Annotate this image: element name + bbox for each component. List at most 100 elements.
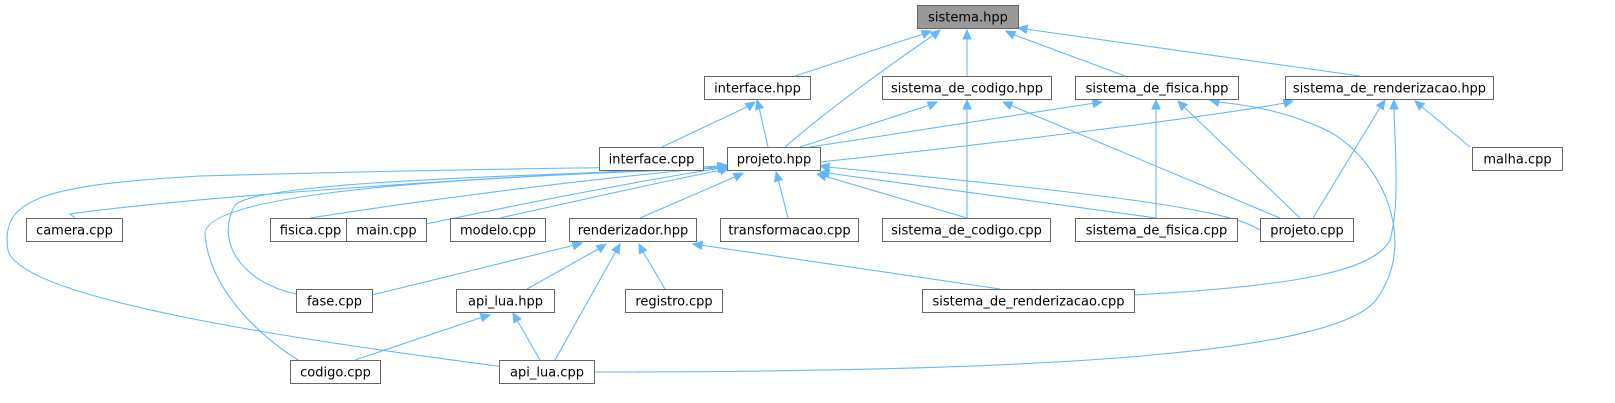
edge-sistema-de-renderizacao-hpp-to-sistema-hpp (1016, 24, 1361, 77)
edge-line (641, 249, 666, 290)
edge-arrowhead (926, 101, 939, 111)
node-fisica-cpp[interactable]: fisica.cpp (270, 218, 351, 242)
node-box (1472, 147, 1563, 171)
edge-api-lua-cpp-to-projeto-hpp (6, 162, 729, 368)
edge-line (1182, 105, 1301, 219)
edge-line (1133, 107, 1397, 296)
node-box (704, 76, 811, 100)
edge-line (826, 172, 1157, 219)
edge-interface-hpp-to-sistema-hpp (794, 30, 933, 77)
edge-line (554, 250, 617, 361)
edge-line (794, 32, 927, 77)
edge-arrowhead (962, 98, 972, 110)
edge-arrowhead (1389, 98, 1399, 110)
edge-line (1312, 105, 1382, 219)
edge-arrowhead (571, 241, 584, 251)
edge-line (499, 169, 723, 219)
node-api-lua-cpp[interactable]: api_lua.cpp (499, 360, 595, 384)
node-transformacao-cpp[interactable]: transformacao.cpp (720, 218, 859, 242)
edge-arrowhead (774, 170, 784, 183)
node-label: sistema_de_renderizacao.hpp (1293, 82, 1486, 97)
node-label: main.cpp (356, 224, 416, 239)
node-box (1075, 76, 1239, 100)
node-box (720, 218, 859, 242)
edge-api-lua-cpp-to-api-lua-hpp (512, 311, 541, 361)
node-label: sistema_de_codigo.hpp (891, 82, 1043, 97)
edge-projeto-hpp-to-sistema-de-codigo-hpp (799, 101, 939, 148)
node-label: transformacao.cpp (728, 224, 850, 239)
node-renderizador-hpp[interactable]: renderizador.hpp (569, 218, 697, 242)
edge-projeto-cpp-to-sistema-de-codigo-hpp (1001, 101, 1281, 219)
node-camera-cpp[interactable]: camera.cpp (26, 218, 123, 242)
node-box (1075, 218, 1238, 242)
edge-line (6, 166, 721, 368)
edge-line (784, 33, 936, 148)
node-label: sistema_de_fisica.hpp (1086, 82, 1229, 97)
edge-interface-cpp-to-interface-hpp (661, 101, 757, 148)
node-box (450, 218, 546, 242)
edge-arrowhead (1004, 30, 1017, 40)
edge-line (1011, 33, 1126, 77)
edge-arrowhead (611, 242, 621, 255)
node-box (1260, 218, 1354, 242)
edge-transformacao-cpp-to-projeto-hpp (774, 170, 789, 219)
node-label: sistema_de_codigo.cpp (891, 224, 1042, 239)
node-box (599, 147, 704, 171)
edge-renderizador-hpp-to-projeto-hpp (639, 172, 745, 219)
node-modelo-cpp[interactable]: modelo.cpp (450, 218, 546, 242)
node-label: api_lua.cpp (510, 366, 584, 381)
edge-sistema-de-fisica-cpp-to-sistema-de-fisica-hpp (1151, 98, 1161, 218)
edge-line (1009, 104, 1281, 219)
edge-arrowhead (638, 242, 648, 255)
node-projeto-hpp[interactable]: projeto.hpp (727, 147, 821, 171)
edge-line (819, 102, 1286, 163)
node-label: projeto.hpp (737, 153, 812, 168)
node-box (882, 218, 1051, 242)
edge-line (425, 167, 722, 225)
node-label: renderizador.hpp (578, 224, 689, 239)
edge-api-lua-cpp-to-renderizador-hpp (554, 242, 621, 361)
edge-projeto-hpp-to-sistema-hpp (784, 29, 941, 148)
edge-arrowhead (479, 313, 492, 323)
node-label: sistema_de_renderizacao.cpp (932, 295, 1124, 310)
node-codigo-cpp[interactable]: codigo.cpp (290, 360, 381, 384)
edge-line (371, 244, 576, 296)
node-box (1285, 76, 1494, 100)
node-sistema-de-renderizacao-cpp[interactable]: sistema_de_renderizacao.cpp (922, 289, 1135, 313)
edge-arrowhead (744, 101, 757, 112)
node-sistema-de-renderizacao-hpp[interactable]: sistema_de_renderizacao.hpp (1285, 76, 1494, 100)
node-sistema-de-codigo-cpp[interactable]: sistema_de_codigo.cpp (882, 218, 1051, 242)
node-registro-cpp[interactable]: registro.cpp (625, 289, 723, 313)
node-malha-cpp[interactable]: malha.cpp (1472, 147, 1563, 171)
node-label: projeto.cpp (1270, 224, 1343, 239)
edge-arrowhead (818, 162, 831, 173)
node-projeto-cpp[interactable]: projeto.cpp (1260, 218, 1354, 242)
edge-arrowhead (1177, 100, 1189, 112)
edge-projeto-hpp-to-interface-hpp (755, 98, 769, 148)
edge-arrowhead (732, 172, 745, 182)
edge-projeto-cpp-to-sistema-de-renderizacao-hpp (1312, 98, 1386, 219)
edge-projeto-cpp-to-projeto-hpp (818, 162, 1261, 231)
edge-arrowhead (818, 168, 831, 179)
node-sistema-hpp: sistema.hpp (917, 5, 1019, 29)
node-label: sistema.hpp (928, 11, 1008, 26)
node-sistema-de-fisica-cpp[interactable]: sistema_de_fisica.cpp (1075, 218, 1238, 242)
edge-sistema-de-fisica-hpp-to-sistema-hpp (1004, 30, 1126, 77)
node-api-lua-hpp[interactable]: api_lua.hpp (456, 289, 555, 313)
node-interface-hpp[interactable]: interface.hpp (704, 76, 811, 100)
edge-line (593, 101, 1396, 373)
node-sistema-de-codigo-hpp[interactable]: sistema_de_codigo.hpp (882, 76, 1052, 100)
node-box (26, 218, 123, 242)
nodes-layer: sistema.hpp interface.hpp sistema_de_codig… (26, 5, 1563, 384)
node-box (290, 360, 381, 384)
edge-sistema-de-renderizacao-cpp-to-renderizador-hpp (691, 240, 1001, 290)
node-main-cpp[interactable]: main.cpp (346, 218, 427, 242)
edge-malha-cpp-to-sistema-de-renderizacao-hpp (1414, 100, 1471, 148)
node-box (456, 289, 555, 313)
node-label: api_lua.hpp (468, 295, 543, 310)
node-fase-cpp[interactable]: fase.cpp (296, 289, 373, 313)
node-interface-cpp[interactable]: interface.cpp (599, 147, 704, 171)
node-sistema-de-fisica-hpp[interactable]: sistema_de_fisica.hpp (1075, 76, 1239, 100)
edge-arrowhead (717, 162, 729, 172)
